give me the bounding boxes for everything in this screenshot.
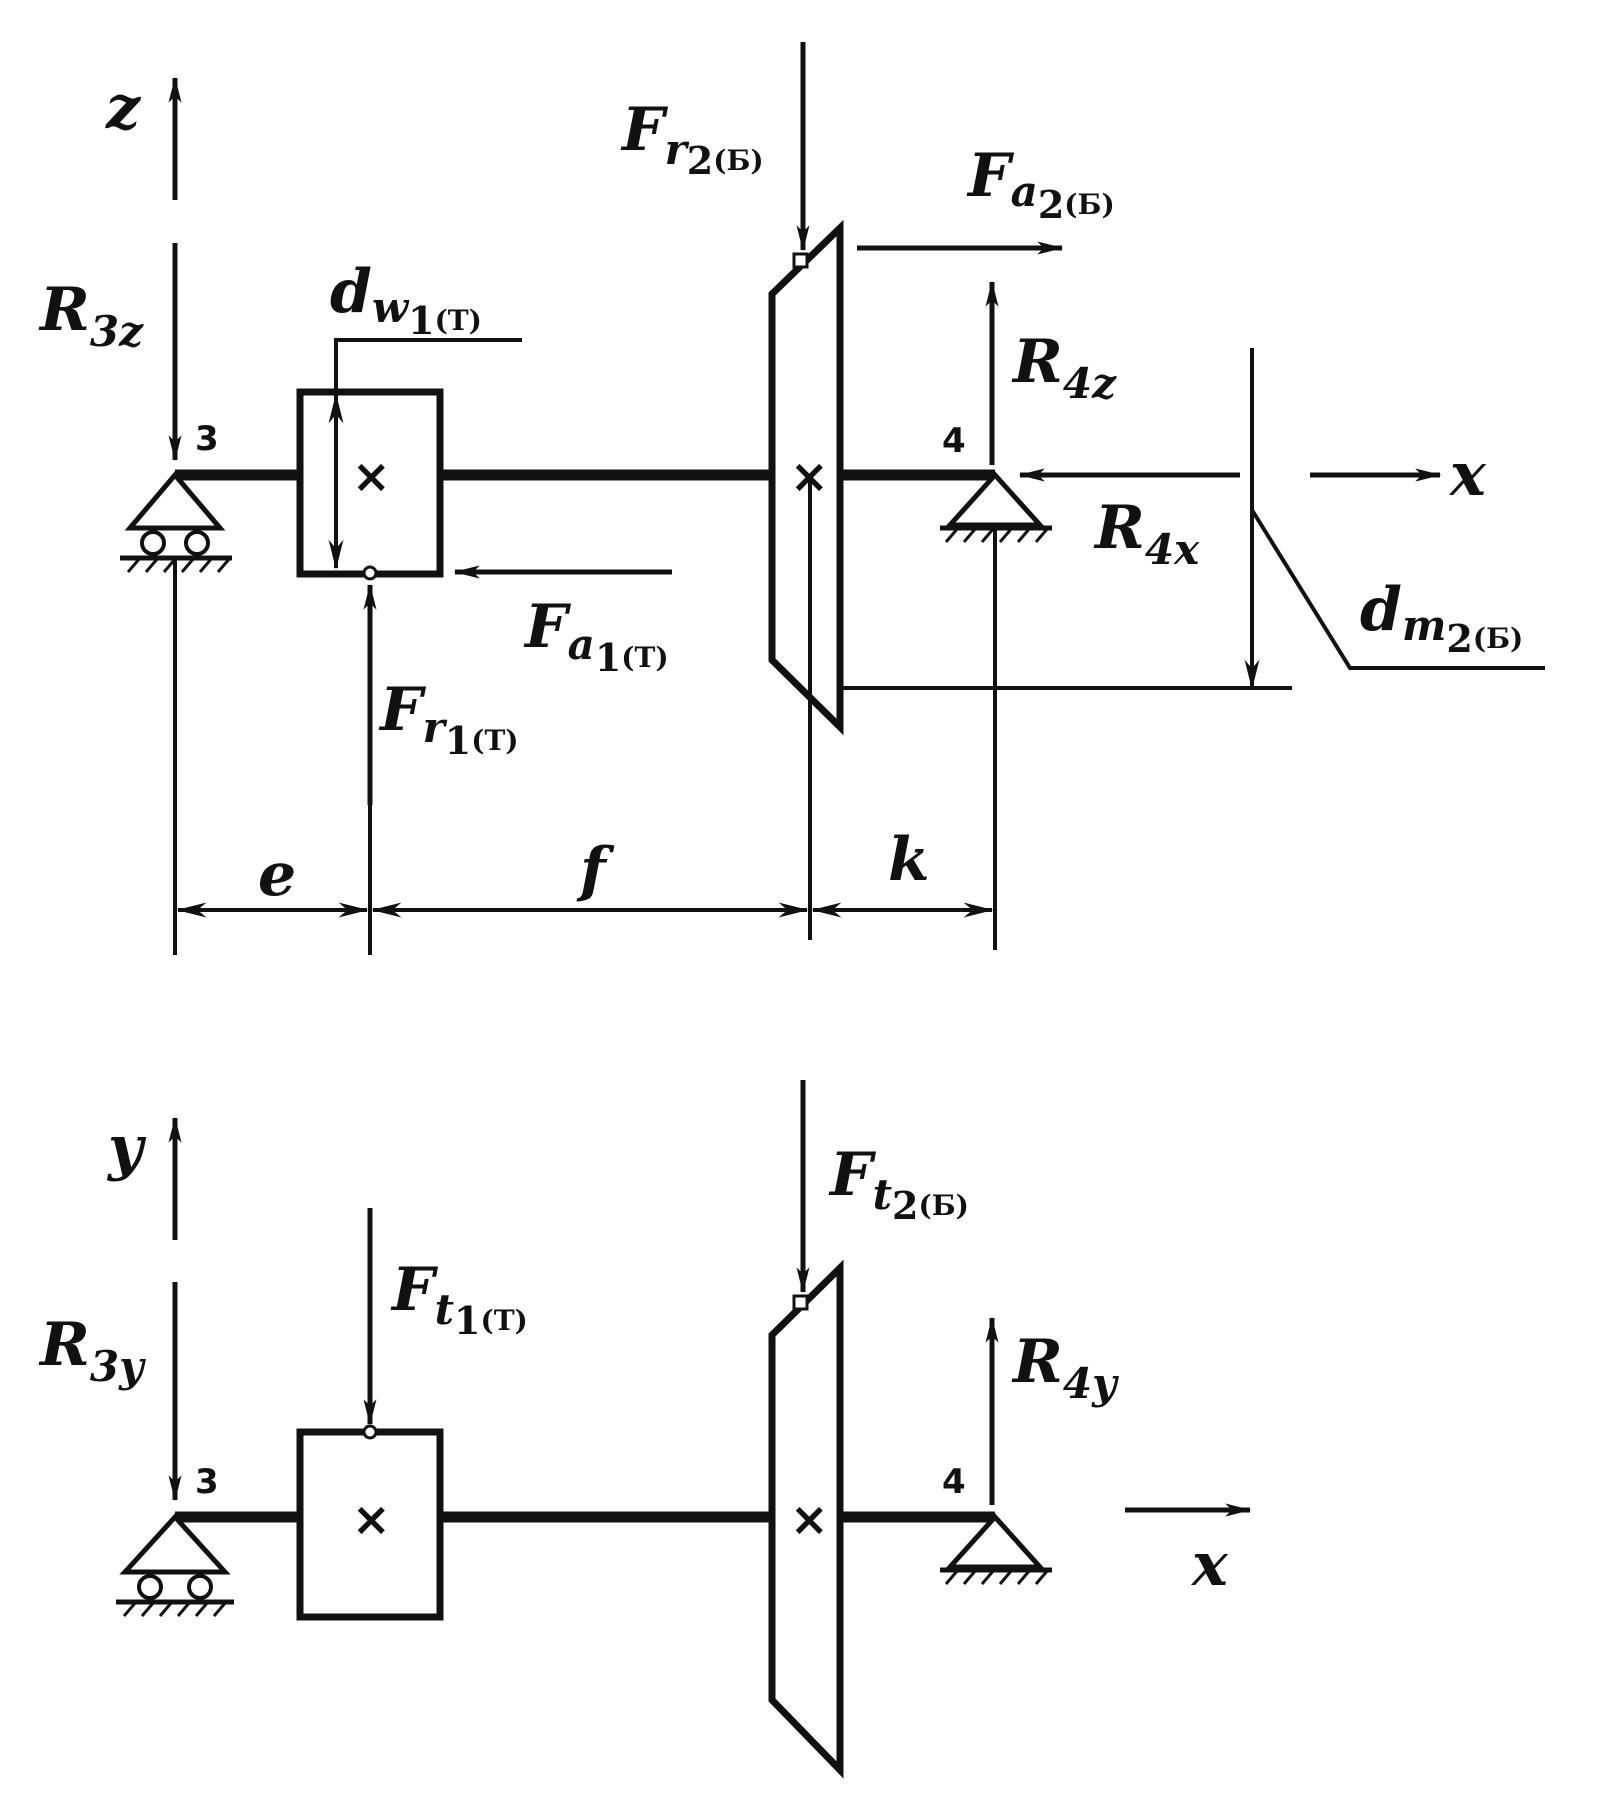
support-3-number-bottom: 3 bbox=[195, 1462, 219, 1502]
x-axis-top: x bbox=[1310, 440, 1487, 510]
reaction-R3y: R3y bbox=[38, 1282, 182, 1502]
support-3-roller: 3 bbox=[120, 419, 232, 573]
gear-1-box-bottom: × bbox=[296, 1424, 444, 1621]
dimension-dm2: dm2(Б) bbox=[840, 348, 1545, 690]
reaction-R4x: R4x bbox=[1018, 468, 1240, 574]
dimension-e-label: e bbox=[258, 840, 296, 910]
z-axis-label: z bbox=[105, 73, 142, 143]
force-Fr1: Fr1(Т) bbox=[363, 583, 519, 805]
reaction-R4z: R4z bbox=[985, 280, 1117, 465]
R4y-label: R4y bbox=[1011, 1327, 1119, 1408]
gear-2-contact-point-bottom bbox=[792, 1294, 809, 1311]
z-axis: z bbox=[105, 73, 182, 200]
bottom-view: y R3y 3 × bbox=[38, 1080, 1252, 1779]
force-Fa1: Fa1(Т) bbox=[453, 565, 672, 680]
x-axis-bottom: x bbox=[1125, 1503, 1252, 1600]
gear-2-contact-point bbox=[792, 252, 809, 269]
support-4-fixed-bottom: 4 bbox=[940, 1462, 1052, 1585]
gear-2-center-mark-bottom: × bbox=[790, 1492, 829, 1546]
Ft2-label: Ft2(Б) bbox=[828, 1140, 969, 1228]
gear-1-contact-point bbox=[362, 565, 378, 581]
Fa1-label: Fa1(Т) bbox=[523, 592, 669, 680]
gear-1-box: × bbox=[296, 388, 444, 581]
dm2-label: dm2(Б) bbox=[1360, 575, 1523, 661]
Fr1-label: Fr1(Т) bbox=[378, 675, 519, 763]
R3y-label: R3y bbox=[38, 1310, 146, 1391]
R4x-label: R4x bbox=[1093, 493, 1200, 574]
support-4-number: 4 bbox=[942, 421, 966, 461]
R4z-label: R4z bbox=[1011, 327, 1117, 408]
dimensions-efk: e f k bbox=[173, 528, 997, 955]
R3z-label: R3z bbox=[38, 275, 144, 356]
y-axis-label: y bbox=[106, 1113, 147, 1183]
top-view: z R3z 3 × bbox=[38, 42, 1545, 955]
support-4-number-bottom: 4 bbox=[942, 1462, 966, 1502]
gear-2-bevel-bottom: × bbox=[768, 1259, 844, 1779]
Fa2-label: Fa2(Б) bbox=[966, 141, 1115, 227]
force-Fr2: Fr2(Б) bbox=[620, 42, 810, 252]
gear-2-bevel: × bbox=[768, 219, 844, 940]
support-3-number: 3 bbox=[195, 419, 219, 459]
dimension-f-label: f bbox=[576, 835, 615, 905]
Fr2-label: Fr2(Б) bbox=[620, 95, 764, 183]
gear-1-center-mark-bottom: × bbox=[352, 1492, 391, 1546]
Ft1-label: Ft1(Т) bbox=[390, 1255, 528, 1343]
gear-1-center-mark: × bbox=[352, 449, 391, 503]
force-Fa2: Fa2(Б) bbox=[857, 141, 1115, 255]
support-3-roller-bottom: 3 bbox=[116, 1462, 234, 1617]
dw1-label: dw1(Т) bbox=[330, 257, 482, 343]
y-axis: y bbox=[106, 1113, 182, 1240]
support-4-fixed: 4 bbox=[940, 421, 1052, 543]
reaction-R4y: R4y bbox=[985, 1316, 1119, 1505]
x-axis-bottom-label: x bbox=[1190, 1530, 1229, 1600]
gear-2-center-mark: × bbox=[790, 449, 829, 503]
gear-1-contact-point-bottom bbox=[362, 1424, 378, 1440]
reaction-R3z: R3z bbox=[38, 243, 182, 462]
force-Ft2: Ft2(Б) bbox=[796, 1080, 969, 1294]
force-Ft1: Ft1(Т) bbox=[363, 1208, 528, 1426]
x-axis-top-label: x bbox=[1448, 440, 1487, 510]
dimension-k-label: k bbox=[888, 825, 930, 895]
dimension-dw1: dw1(Т) bbox=[328, 257, 522, 570]
